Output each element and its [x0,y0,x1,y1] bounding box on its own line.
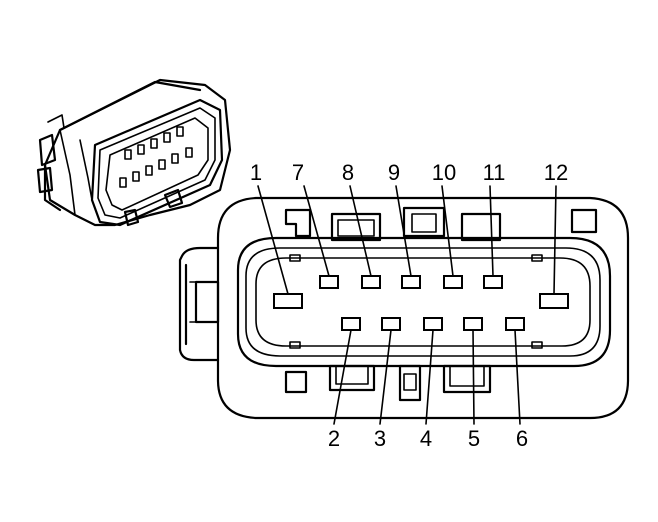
leader-lines [257,185,557,425]
pin-label-5: 5 [468,426,480,451]
pin-labels-bottom: 2 3 4 5 6 [328,426,528,451]
cavity-12 [539,293,569,309]
pin-label-12: 12 [544,160,568,185]
pin-labels-top: 1 7 8 9 10 11 12 [250,160,568,185]
pin-label-1: 1 [250,160,262,185]
pin-label-8: 8 [342,160,354,185]
cavity-5 [463,317,483,331]
connector-isometric-icon [36,78,232,227]
cavity-3 [381,317,401,331]
terminal-cavities [273,275,569,331]
pin-label-7: 7 [292,160,304,185]
cavity-8 [361,275,381,289]
cavity-4 [423,317,443,331]
pin-label-6: 6 [516,426,528,451]
connector-face-view [178,196,630,420]
cavity-2 [341,317,361,331]
cavity-1 [273,293,303,309]
pin-label-10: 10 [432,160,456,185]
cavity-7 [319,275,339,289]
cavity-9 [401,275,421,289]
cavity-6 [505,317,525,331]
pin-label-9: 9 [388,160,400,185]
pin-label-2: 2 [328,426,340,451]
cavity-11 [483,275,503,289]
pin-label-3: 3 [374,426,386,451]
pin-label-11: 11 [483,160,506,185]
pin-label-4: 4 [420,426,432,451]
cavity-10 [443,275,463,289]
